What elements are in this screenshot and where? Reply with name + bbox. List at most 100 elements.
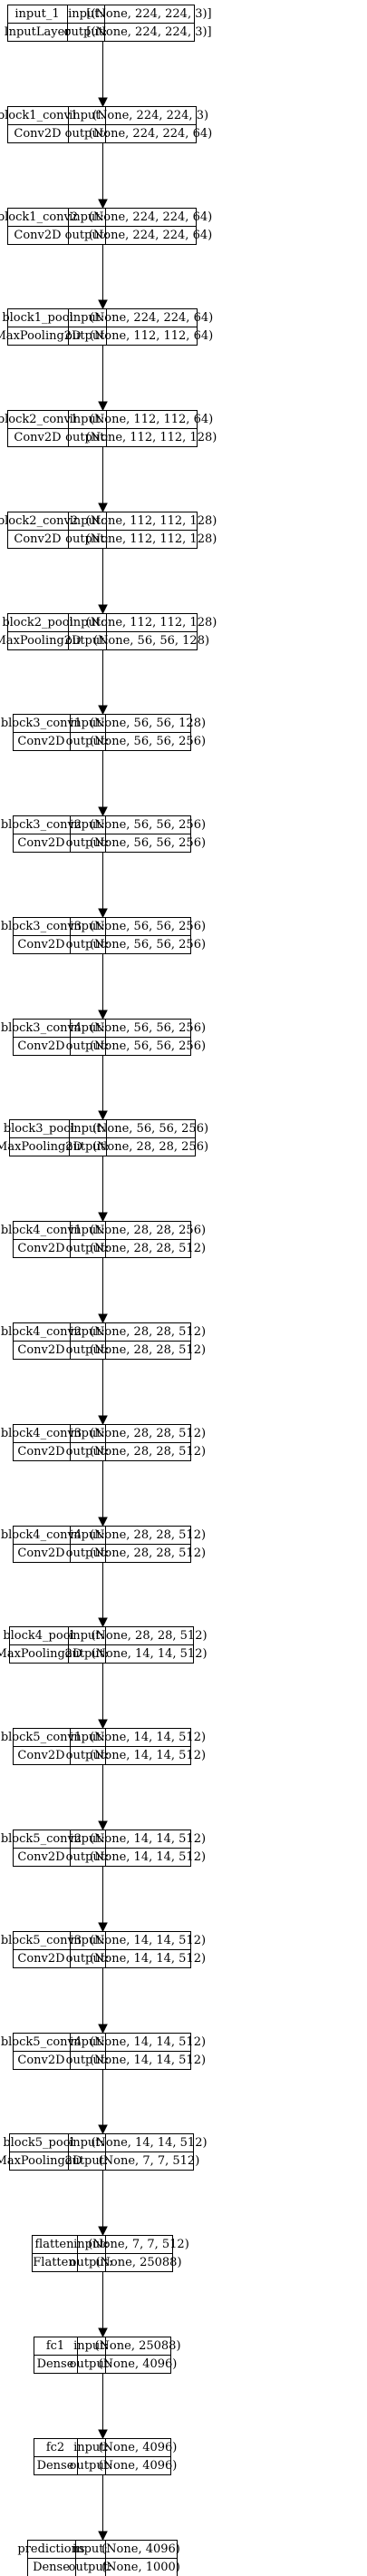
input-port-label: input: [73, 2238, 109, 2251]
input-shape: (None, 224, 224, 64) [90, 311, 213, 325]
output-shape: (None, 28, 28, 512) [90, 1445, 206, 1459]
layer-type: Conv2D [17, 836, 64, 850]
output-shape: (None, 224, 224, 64) [89, 229, 212, 242]
output-shape: (None, 112, 112, 64) [90, 329, 213, 343]
layer-name: block3_conv1 [1, 717, 82, 730]
connection-arrow [98, 2272, 108, 2338]
output-shape: (None, 14, 14, 512) [90, 1749, 206, 1762]
layer-type: Dense [33, 2561, 70, 2574]
layer-type: Conv2D [14, 431, 61, 444]
input-shape: (None, 14, 14, 512) [91, 2136, 207, 2150]
connection-arrow [98, 1156, 108, 1223]
layer-name: block1_pool [2, 311, 72, 325]
output-port-label: output: [66, 1850, 110, 1864]
layer-type: Conv2D [17, 1242, 64, 1255]
layer-type: Conv2D [14, 229, 61, 242]
input-shape: (None, 28, 28, 512) [90, 1427, 206, 1440]
output-shape: (None, 56, 56, 256) [90, 735, 206, 748]
input-port-label: input: [70, 1528, 105, 1542]
arrow-head [98, 2327, 108, 2338]
arrow-head [98, 401, 108, 412]
layer-name: fc1 [46, 2339, 64, 2353]
arrow-head [98, 1313, 108, 1324]
layer-type: Conv2D [17, 1445, 64, 1459]
output-port-label: output: [66, 836, 110, 850]
output-port-label: output: [66, 1242, 110, 1255]
input-port-label: input: [70, 717, 105, 730]
output-shape: (None, 28, 28, 256) [92, 1140, 208, 1154]
arrow-head [98, 1010, 108, 1020]
output-shape: (None, 4096) [99, 2357, 178, 2371]
layer-name: input_1 [14, 7, 59, 21]
input-shape: (None, 14, 14, 512) [90, 1731, 206, 1744]
layer-type: InputLayer [4, 25, 71, 39]
layer-type: Conv2D [14, 127, 61, 141]
layer-type: MaxPooling2D [0, 634, 81, 648]
layer-name: block3_conv2 [1, 818, 82, 832]
arrow-head [98, 1415, 108, 1426]
layer-type: Conv2D [17, 1547, 64, 1560]
layer-node-block2_pool: block2_poolMaxPooling2Dinput:output:(Non… [0, 613, 217, 650]
input-port-label: input: [69, 2136, 104, 2150]
input-shape: (None, 28, 28, 512) [90, 1528, 206, 1542]
input-shape: (None, 56, 56, 256) [90, 1021, 206, 1035]
input-shape: (None, 224, 224, 3) [92, 109, 208, 122]
output-shape: (None, 112, 112, 128) [86, 532, 217, 546]
connection-arrow [98, 1461, 108, 1527]
connection-arrow [98, 447, 108, 513]
output-shape: (None, 28, 28, 512) [90, 1343, 206, 1357]
arrow-head [98, 97, 108, 108]
output-shape: (None, 1000) [101, 2561, 180, 2574]
output-shape: [(None, 224, 224, 3)] [86, 25, 211, 39]
input-shape: (None, 4096) [101, 2542, 180, 2556]
input-port-label: input: [68, 7, 103, 21]
layer-name: block4_conv2 [1, 1325, 82, 1339]
output-port-label: output: [64, 25, 108, 39]
layer-name: block2_conv2 [0, 514, 78, 528]
connection-arrow [98, 1968, 108, 2034]
input-port-label: input: [70, 1731, 105, 1744]
connection-arrow [98, 2171, 108, 2237]
layer-type: Conv2D [17, 1952, 64, 1966]
input-port-label: input: [70, 1427, 105, 1440]
output-port-label: output: [66, 1952, 110, 1966]
input-port-label: input: [70, 616, 105, 629]
input-port-label: input: [70, 920, 105, 933]
layer-name: predictions [17, 2542, 84, 2556]
output-shape: (None, 28, 28, 512) [90, 1242, 206, 1255]
input-port-label: input: [69, 1629, 104, 1643]
arrow-head [98, 705, 108, 716]
arrow-head [98, 806, 108, 817]
connection-arrow [98, 751, 108, 817]
input-port-label: input: [73, 2441, 109, 2454]
input-port-label: input: [70, 413, 105, 426]
arrow-head [98, 2429, 108, 2440]
layer-node-block4_pool: block4_poolMaxPooling2Dinput:output:(Non… [0, 1626, 208, 1664]
connection-arrow [98, 954, 108, 1020]
arrow-head [98, 1820, 108, 1831]
input-shape: (None, 112, 112, 128) [86, 616, 217, 629]
output-port-label: output: [70, 2256, 113, 2269]
layer-name: block3_conv4 [1, 1021, 82, 1035]
layer-name: block5_conv3 [1, 1934, 82, 1947]
output-shape: (None, 56, 56, 256) [90, 1039, 206, 1053]
input-shape: (None, 56, 56, 256) [90, 818, 206, 832]
output-shape: (None, 25088) [95, 2256, 181, 2269]
layer-type: Conv2D [14, 532, 61, 546]
output-shape: (None, 14, 14, 512) [90, 1952, 206, 1966]
layer-type: MaxPooling2D [0, 1647, 82, 1661]
layer-node-block1_pool: block1_poolMaxPooling2Dinput:output:(Non… [0, 308, 213, 346]
connection-arrow [98, 1258, 108, 1324]
input-port-label: input: [70, 1224, 105, 1237]
input-shape: (None, 224, 224, 64) [89, 210, 212, 224]
arrow-head [98, 2531, 108, 2542]
output-port-label: output: [65, 532, 109, 546]
layer-name: block5_conv4 [1, 2035, 82, 2049]
layer-node-block5_pool: block5_poolMaxPooling2Dinput:output:(Non… [0, 2133, 208, 2171]
